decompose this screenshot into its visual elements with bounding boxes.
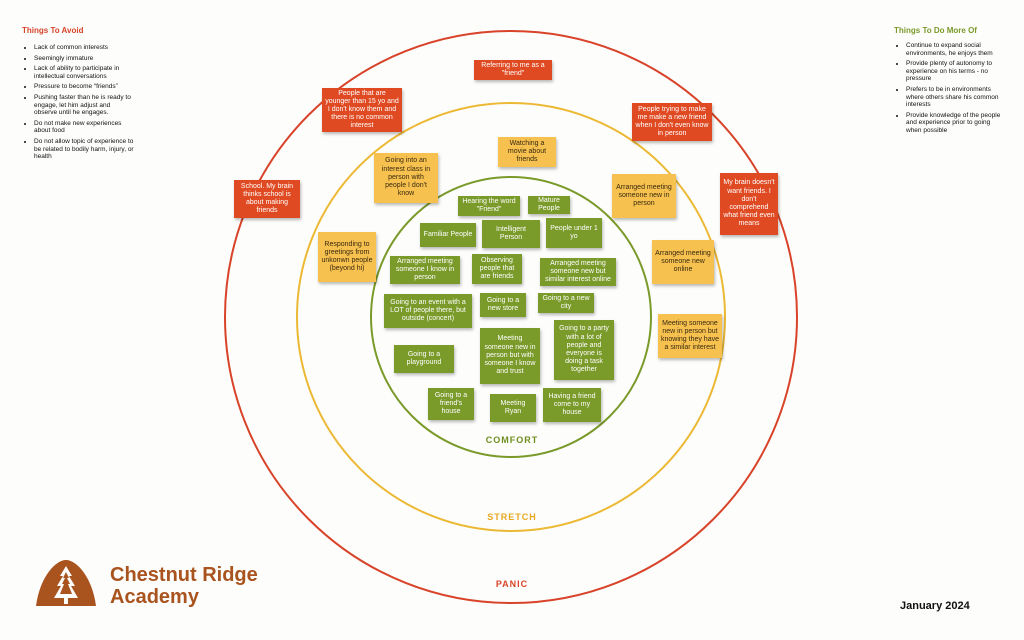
comfort-note: Familiar People bbox=[420, 223, 476, 247]
things-to-do-more-title: Things To Do More Of bbox=[894, 26, 977, 35]
stretch-note: Responding to greetings from unkonwn peo… bbox=[318, 232, 376, 282]
things-to-do-more-list: Continue to expand social environments, … bbox=[896, 42, 1006, 138]
comfort-zone-label: COMFORT bbox=[485, 435, 539, 445]
panic-note: My brain doesn't want friends. I don't c… bbox=[720, 173, 778, 235]
comfort-note: Going to a playground bbox=[394, 345, 454, 373]
stretch-zone-label: STRETCH bbox=[487, 512, 537, 522]
panic-note: People that are younger than 15 yo and I… bbox=[322, 88, 402, 132]
comfort-note: Meeting Ryan bbox=[490, 394, 536, 422]
list-item: Continue to expand social environments, … bbox=[906, 42, 1006, 57]
comfort-note: Going to a new city bbox=[538, 293, 594, 313]
list-item: Do not allow topic of experience to be r… bbox=[34, 138, 134, 161]
panic-note: School. My brain thinks school is about … bbox=[234, 180, 300, 218]
things-to-avoid-list: Lack of common interests Seemingly immat… bbox=[24, 44, 134, 164]
comfort-note: Mature People bbox=[528, 196, 570, 214]
stretch-zone-ring bbox=[296, 102, 726, 532]
list-item: Provide knowledge of the people and expe… bbox=[906, 112, 1006, 135]
brand-name: Chestnut Ridge Academy bbox=[110, 564, 258, 608]
comfort-note: People under 1 yo bbox=[546, 218, 602, 248]
list-item: Provide plenty of autonomy to experience… bbox=[906, 60, 1006, 83]
comfort-note: Hearing the word "Friend" bbox=[458, 196, 520, 216]
comfort-note: Going to a party with a lot of people an… bbox=[554, 320, 614, 380]
brand-name-line1: Chestnut Ridge bbox=[110, 564, 258, 586]
stretch-note: Going into an interest class in person w… bbox=[374, 153, 438, 203]
stretch-note: Meeting someone new in person but knowin… bbox=[658, 314, 722, 358]
list-item: Prefers to be in environments where othe… bbox=[906, 86, 1006, 109]
list-item: Lack of ability to participate in intell… bbox=[34, 65, 134, 80]
comfort-note: Observing people that are friends bbox=[472, 254, 522, 284]
list-item: Lack of common interests bbox=[34, 44, 134, 52]
list-item: Pushing faster than he is ready to engag… bbox=[34, 94, 134, 117]
stretch-note: Arranged meeting someone new online bbox=[652, 240, 714, 284]
comfort-note: Having a friend come to my house bbox=[543, 388, 601, 422]
comfort-note: Intelligent Person bbox=[482, 220, 540, 248]
panic-zone-ring bbox=[224, 30, 798, 604]
panic-zone-label: PANIC bbox=[495, 579, 529, 589]
list-item: Do not make new experiences about food bbox=[34, 120, 134, 135]
stretch-note: Arranged meeting someone new in person bbox=[612, 174, 676, 218]
comfort-zone-ring bbox=[370, 176, 652, 458]
panic-note: People trying to make me make a new frie… bbox=[632, 103, 712, 141]
list-item: Pressure to become “friends” bbox=[34, 83, 134, 91]
comfort-note: Arranged meeting someone I know in perso… bbox=[390, 256, 460, 284]
comfort-note: Meeting someone new in person but with s… bbox=[480, 328, 540, 384]
things-to-avoid-title: Things To Avoid bbox=[22, 26, 84, 35]
stretch-note: Watching a movie about friends bbox=[498, 137, 556, 167]
date-label: January 2024 bbox=[900, 600, 970, 612]
comfort-note: Going to a friend's house bbox=[428, 388, 474, 420]
panic-note: Referring to me as a "friend" bbox=[474, 60, 552, 80]
chestnut-mountain-logo-icon bbox=[36, 560, 96, 606]
comfort-note: Going to an event with a LOT of people t… bbox=[384, 294, 472, 328]
list-item: Seemingly immature bbox=[34, 55, 134, 63]
brand-name-line2: Academy bbox=[110, 586, 199, 608]
comfort-note: Arranged meeting someone new but similar… bbox=[540, 258, 616, 286]
comfort-note: Going to a new store bbox=[480, 293, 526, 317]
